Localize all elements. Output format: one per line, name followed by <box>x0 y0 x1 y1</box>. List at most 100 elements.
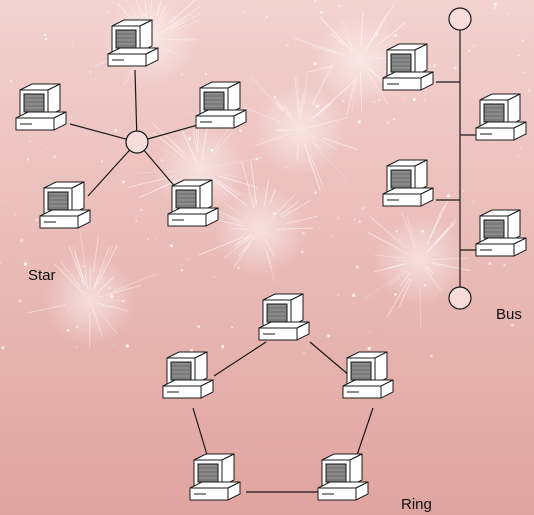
sparkle-dot <box>108 286 111 290</box>
sparkle-streak <box>253 193 257 205</box>
sparkle-dot <box>122 300 125 303</box>
sparkle-streak <box>280 199 312 219</box>
sparkle-dot <box>35 218 39 222</box>
sparkle-dot <box>0 187 1 189</box>
sparkle-dot <box>265 16 268 19</box>
sparkle-streak <box>164 5 202 31</box>
sparkle-streak <box>432 257 468 260</box>
computer-icon <box>317 453 369 501</box>
sparkle-dot <box>353 218 356 221</box>
sparkle-dot <box>44 37 48 41</box>
sparkle-dot <box>98 190 100 192</box>
sparkle-dot <box>468 49 471 52</box>
sparkle-streak <box>167 135 188 157</box>
sparkle-streak <box>311 105 327 120</box>
sparkle-dot <box>511 323 514 327</box>
sparkle-streak <box>374 254 405 259</box>
sparkle-dot <box>398 238 402 242</box>
sparkle-streak <box>60 261 81 288</box>
sparkle-dot <box>453 66 457 70</box>
sparkle-dot <box>122 180 125 184</box>
sparkle-dot <box>101 160 104 163</box>
sparkle-streak <box>364 274 399 300</box>
sparkle-dot <box>369 219 370 221</box>
sparkle-streak <box>27 304 67 314</box>
sparkle-streak <box>98 310 118 335</box>
star-link <box>134 69 138 143</box>
sparkle-dot <box>76 325 79 328</box>
sparkle-dot <box>66 329 70 332</box>
sparkle-streak <box>310 155 324 186</box>
sparkle-dot <box>375 32 379 36</box>
sparkle-dot <box>4 77 6 79</box>
sparkle-dot <box>29 140 31 143</box>
sparkle-streak <box>351 81 357 110</box>
sparkle-dot <box>135 220 138 222</box>
sparkle-streak <box>238 237 255 257</box>
sparkle-streak <box>108 285 141 296</box>
computer-icon <box>167 179 219 227</box>
sparkle-dot <box>423 99 426 101</box>
sparkle-streak <box>312 45 345 56</box>
sparkle-streak <box>400 211 416 248</box>
sparkle-streak <box>98 293 112 298</box>
sparkle-dot <box>517 155 520 158</box>
sparkle-streak <box>312 141 321 150</box>
sparkle-dot <box>243 11 246 14</box>
sparkle-dot <box>7 201 9 203</box>
sparkle-dot <box>338 4 341 8</box>
sparkle-streak <box>144 2 148 15</box>
computer-icon <box>189 453 241 501</box>
sparkle-streak <box>93 234 99 274</box>
sparkle-streak <box>360 72 363 112</box>
computer-icon <box>382 43 434 91</box>
sparkle-dot <box>369 332 371 334</box>
sparkle-streak <box>321 137 359 151</box>
computer-icon <box>382 159 434 207</box>
sparkle-dot <box>231 326 234 329</box>
sparkle-dot <box>448 239 450 241</box>
sparkle-streak <box>93 277 99 290</box>
sparkle-streak <box>360 10 364 46</box>
sparkle-streak <box>406 216 414 238</box>
computer-icon <box>162 351 214 399</box>
sparkle-dot <box>9 80 12 83</box>
sparkle-streak <box>217 180 240 196</box>
sparkle-dot <box>319 10 324 14</box>
sparkle-dot <box>107 11 109 13</box>
sparkle-streak <box>84 274 89 290</box>
sparkle-streak <box>363 12 388 53</box>
sparkle-dot <box>378 99 381 101</box>
sparkle-dot <box>463 190 465 192</box>
sparkle-dot <box>386 121 390 124</box>
sparkle-streak <box>198 236 244 256</box>
sparkle-dot <box>361 206 365 211</box>
sparkle-streak <box>162 38 198 41</box>
sparkle-streak <box>264 238 275 257</box>
sparkle-streak <box>150 0 152 22</box>
sparkle-streak <box>434 222 456 245</box>
sparkle-dot <box>160 159 164 162</box>
sparkle-streak <box>169 12 202 31</box>
sparkle-dot <box>23 262 27 266</box>
sparkle-dot <box>358 220 361 223</box>
sparkle-streak <box>367 231 399 250</box>
sparkle-dot <box>20 238 24 243</box>
sparkle-dot <box>423 283 427 287</box>
sparkle-glow <box>214 184 306 276</box>
sparkle-streak <box>97 277 114 294</box>
sparkle-streak <box>92 307 103 336</box>
sparkle-streak <box>74 259 82 276</box>
sparkle-streak <box>293 37 336 53</box>
sparkle-dot <box>367 346 371 350</box>
sparkle-dot <box>1 346 5 350</box>
computer-icon <box>107 19 159 67</box>
sparkle-dot <box>210 148 214 152</box>
computer-icon <box>39 181 91 229</box>
ring-links <box>192 341 374 493</box>
sparkle-dot <box>185 113 187 115</box>
sparkle-streak <box>254 133 290 147</box>
sparkle-streak <box>94 245 114 289</box>
sparkle-streak <box>275 101 284 111</box>
sparkle-dot <box>341 99 345 103</box>
